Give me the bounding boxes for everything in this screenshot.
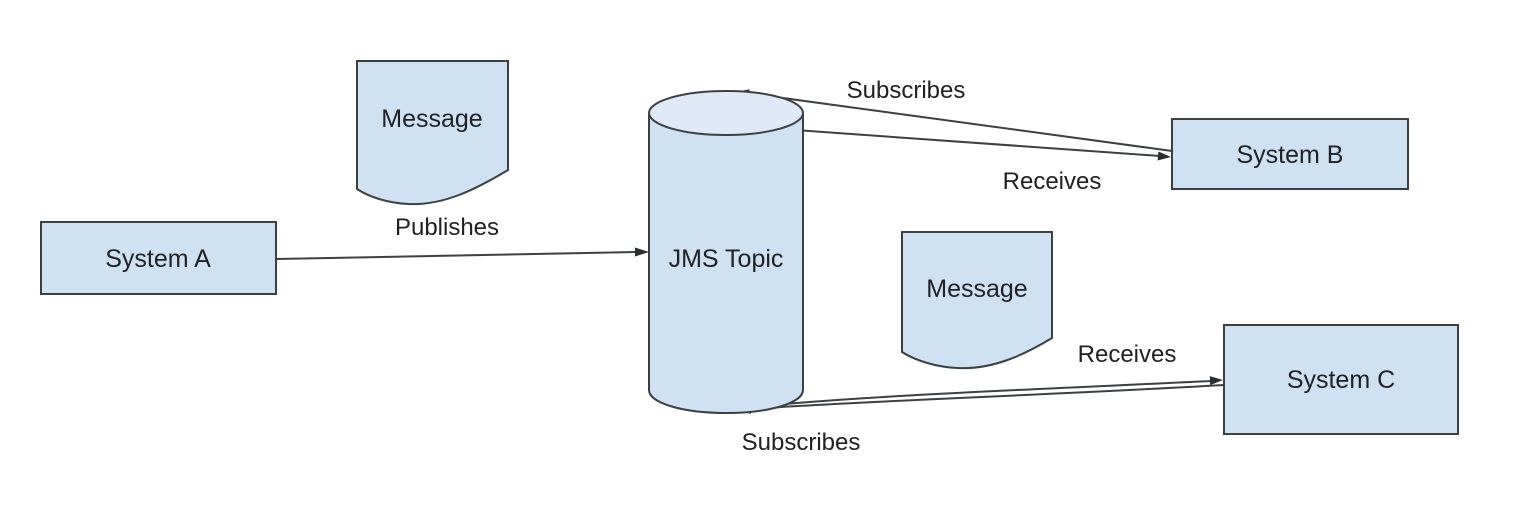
arrowhead-into-system-c [1209, 376, 1223, 386]
system-a-box [40, 221, 277, 295]
message-document-bottom: Message [901, 231, 1053, 370]
message-top-label: Message [381, 105, 482, 133]
subscribes-bottom-arrow [736, 384, 1225, 414]
jms-topic-body [648, 113, 804, 415]
receives-bottom-line [751, 380, 1213, 408]
subscribes-bottom-line [749, 384, 1225, 410]
receives-top-line [794, 129, 1161, 157]
message-top-shape [356, 60, 509, 206]
publishes-label: Publishes [395, 214, 499, 241]
subscribes-top-line [745, 92, 1173, 152]
jms-topic-label: JMS Topic [669, 245, 784, 273]
system-c-label: System C [1287, 366, 1395, 394]
receives-top-label: Receives [1003, 168, 1102, 195]
subscribes-top-label: Subscribes [847, 77, 966, 104]
arrowhead-into-system-b [1157, 151, 1171, 161]
publishes-arrow [275, 247, 649, 260]
jms-topic-cylinder: JMS Topic [648, 90, 804, 415]
receives-bottom-arrow [751, 376, 1223, 408]
system-c-node: System C [1223, 324, 1459, 435]
system-b-node: System B [1171, 118, 1409, 190]
message-document-top: Message [356, 60, 509, 206]
message-bottom-shape [901, 231, 1053, 370]
system-a-node: System A [40, 221, 277, 295]
system-a-label: System A [105, 245, 211, 273]
publishes-line [275, 251, 640, 260]
system-b-box [1171, 118, 1409, 190]
jms-topic-top-ellipse [648, 90, 804, 136]
system-b-label: System B [1237, 141, 1344, 169]
message-bottom-label: Message [926, 275, 1027, 303]
system-c-box [1223, 324, 1459, 435]
subscribes-bottom-label: Subscribes [742, 429, 861, 456]
receives-bottom-label: Receives [1078, 341, 1177, 368]
arrowhead-into-jms-topic-left [635, 247, 649, 257]
receives-top-arrow [794, 129, 1171, 161]
